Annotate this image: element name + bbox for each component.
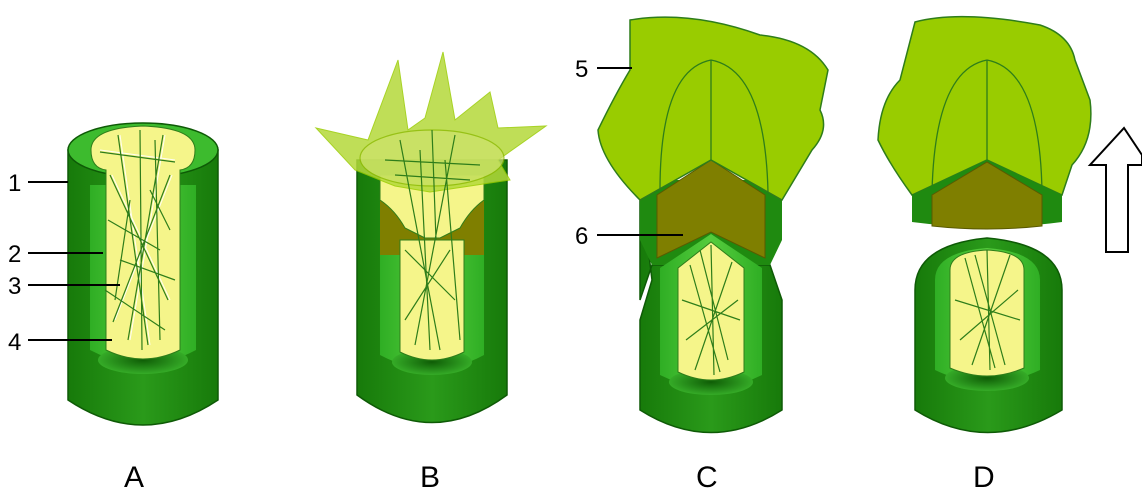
label-5: 5 — [575, 56, 588, 83]
caption-c: C — [696, 461, 718, 493]
caption-d: D — [973, 461, 995, 493]
label-6: 6 — [575, 223, 588, 250]
label-4: 4 — [8, 329, 21, 356]
figure-c — [598, 17, 828, 432]
caption-a: A — [124, 461, 144, 493]
figure-a — [68, 123, 218, 425]
figure-b — [316, 52, 546, 423]
label-2: 2 — [8, 241, 21, 268]
up-arrow-outline-icon — [1090, 128, 1142, 252]
caption-b: B — [420, 461, 440, 493]
label-1: 1 — [8, 170, 21, 197]
figure-d — [878, 17, 1142, 433]
label-3: 3 — [8, 273, 21, 300]
